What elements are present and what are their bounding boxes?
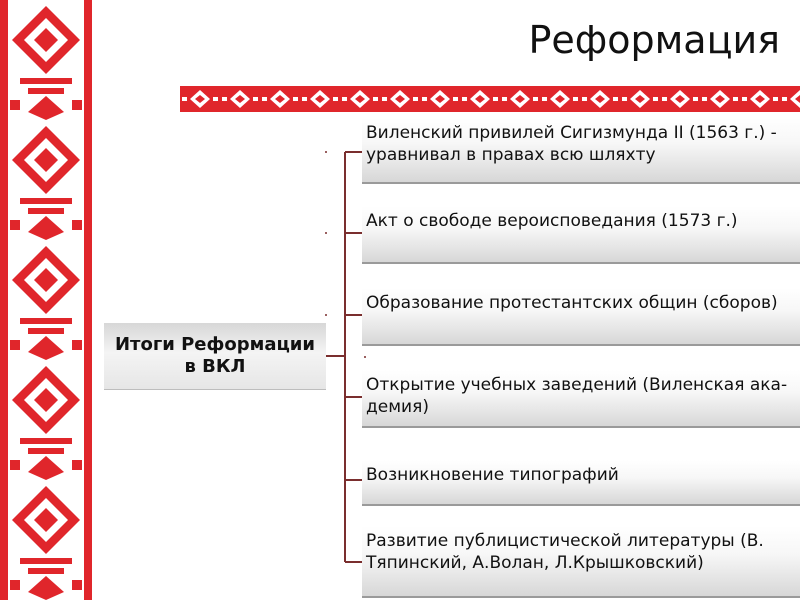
result-item-1: Виленский привилей Сигизмунда II (1563 г… (362, 118, 800, 184)
left-ornament-border (0, 0, 92, 600)
result-item-label: Открытие учебных заведений (Виленская ак… (366, 375, 788, 417)
result-item-label: Образование протестантских общин (сборов… (366, 293, 778, 313)
result-item-6: Развитие публицистической литературы (В.… (362, 526, 800, 598)
slide-title: Реформация (528, 18, 780, 62)
result-item-label: Возникновение типографий (366, 465, 619, 485)
result-item-4: Открытие учебных заведений (Виленская ак… (362, 370, 800, 428)
root-node: Итоги Реформации в ВКЛ (104, 323, 326, 390)
result-item-label: Развитие публицистической литературы (В.… (366, 531, 764, 573)
top-ornament-strip (180, 86, 800, 112)
result-item-2: Акт о свободе вероисповедания (1573 г.) (362, 206, 800, 264)
result-item-label: Акт о свободе вероисповедания (1573 г.) (366, 211, 738, 231)
result-item-3: Образование протестантских общин (сборов… (362, 288, 800, 346)
result-item-5: Возникновение типографий (362, 460, 800, 506)
root-node-label: Итоги Реформации в ВКЛ (114, 334, 316, 377)
result-item-label: Виленский привилей Сигизмунда II (1563 г… (366, 123, 777, 165)
